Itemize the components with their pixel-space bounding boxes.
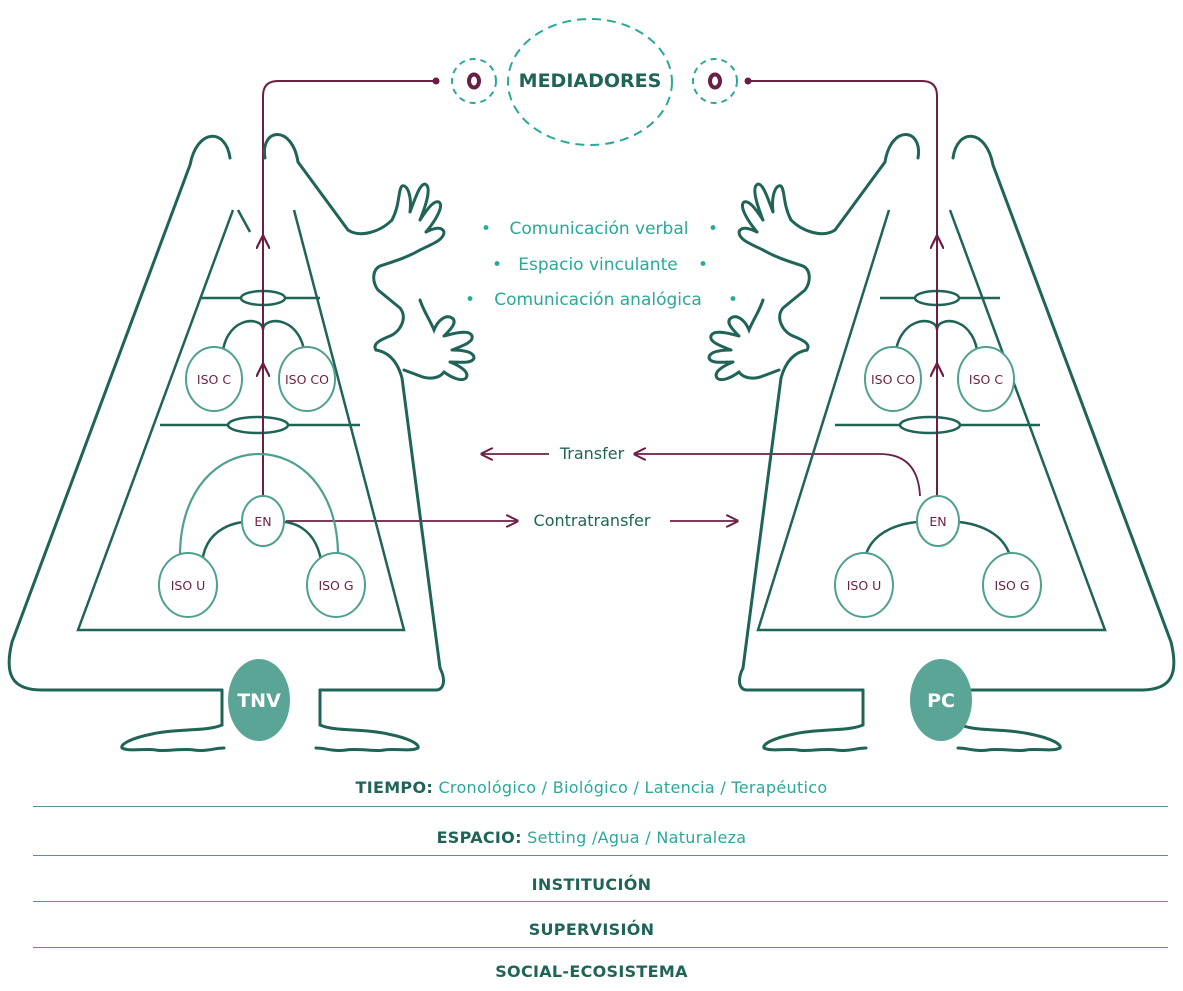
right-iso-co-label: ISO CO bbox=[871, 372, 915, 387]
relations: Transfer Contratransfer bbox=[286, 444, 920, 530]
foot-icon bbox=[764, 690, 866, 751]
mediators-label: MEDIADORES bbox=[519, 70, 662, 92]
band-tiempo-value: Cronológico / Biológico / Latencia / Ter… bbox=[438, 778, 827, 797]
center-items: • Comunicación verbal • • Espacio vincul… bbox=[465, 219, 738, 310]
left-figure: ISO C ISO CO EN ISO U ISO G TNV bbox=[9, 135, 474, 751]
transfer-connector bbox=[636, 454, 920, 496]
band-supervision-label: SUPERVISIÓN bbox=[529, 920, 655, 939]
left-level-ring-mid bbox=[228, 417, 288, 433]
bullet: • bbox=[492, 255, 502, 275]
band-institucion: INSTITUCIÓN bbox=[0, 875, 1183, 894]
contratransfer-label: Contratransfer bbox=[534, 511, 651, 530]
left-body-inner-top bbox=[238, 210, 250, 232]
band-divider bbox=[33, 947, 1168, 948]
left-iso-g-label: ISO G bbox=[318, 578, 353, 593]
band-divider bbox=[33, 806, 1168, 807]
band-institucion-label: INSTITUCIÓN bbox=[532, 875, 652, 894]
band-social-label: SOCIAL-ECOSISTEMA bbox=[495, 962, 688, 981]
mediator-connector-left bbox=[263, 81, 436, 298]
band-espacio: ESPACIO: Setting /Agua / Naturaleza bbox=[0, 828, 1183, 847]
mediator-node-right bbox=[693, 59, 737, 103]
right-iso-u-label: ISO U bbox=[847, 578, 882, 593]
right-body-outline bbox=[740, 135, 1174, 691]
foot-icon bbox=[122, 690, 224, 751]
center-item-verbal: Comunicación verbal bbox=[510, 219, 689, 239]
band-divider bbox=[33, 901, 1168, 902]
foot-icon bbox=[958, 690, 1060, 751]
right-figure: ISO CO ISO C EN ISO U ISO G PC bbox=[709, 135, 1174, 751]
left-iso-c-label: ISO C bbox=[197, 372, 231, 387]
bullet: • bbox=[698, 255, 708, 275]
mediator-node-left bbox=[452, 59, 496, 103]
band-divider bbox=[33, 855, 1168, 856]
band-supervision: SUPERVISIÓN bbox=[0, 920, 1183, 939]
transfer-label: Transfer bbox=[559, 444, 625, 463]
bullet: • bbox=[465, 290, 475, 310]
right-level-ring-mid bbox=[900, 417, 960, 433]
bullet: • bbox=[481, 219, 491, 239]
center-item-analogica: Comunicación analógica bbox=[494, 290, 702, 310]
left-badge-label: TNV bbox=[237, 690, 281, 712]
right-iso-c-label: ISO C bbox=[969, 372, 1003, 387]
band-social: SOCIAL-ECOSISTEMA bbox=[0, 962, 1183, 981]
foot-icon bbox=[316, 690, 418, 751]
bullet: • bbox=[728, 290, 738, 310]
left-body-outline bbox=[9, 135, 443, 691]
band-espacio-value: Setting /Agua / Naturaleza bbox=[527, 828, 746, 847]
bullet: • bbox=[708, 219, 718, 239]
hand-icon bbox=[404, 300, 474, 380]
left-en-label: EN bbox=[254, 514, 271, 529]
right-badge-label: PC bbox=[927, 690, 955, 712]
band-tiempo-label: TIEMPO: bbox=[356, 778, 434, 797]
connector-dot-right bbox=[745, 78, 752, 85]
right-en-label: EN bbox=[929, 514, 946, 529]
band-espacio-label: ESPACIO: bbox=[437, 828, 522, 847]
mediator-core-right-icon bbox=[710, 75, 720, 88]
mediator-core-left-icon bbox=[469, 75, 479, 88]
connector-dot-left bbox=[433, 78, 440, 85]
center-item-espacio: Espacio vinculante bbox=[518, 255, 677, 275]
left-iso-co-label: ISO CO bbox=[285, 372, 329, 387]
left-iso-u-label: ISO U bbox=[171, 578, 206, 593]
right-iso-g-label: ISO G bbox=[994, 578, 1029, 593]
hand-icon bbox=[709, 300, 779, 380]
band-tiempo: TIEMPO: Cronológico / Biológico / Latenc… bbox=[0, 778, 1183, 797]
